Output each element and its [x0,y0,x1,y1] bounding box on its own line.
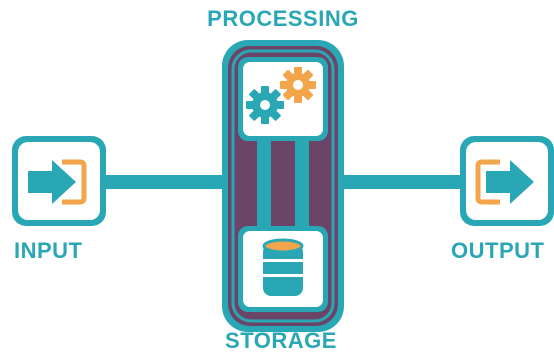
output-label: OUTPUT [451,238,544,264]
column-bar [276,138,290,230]
processing-node [238,57,328,141]
storage-node [238,226,328,312]
storage-label: STORAGE [221,328,341,354]
input-label: INPUT [14,238,83,264]
column-bar [257,138,271,230]
processing-label: PROCESSING [193,6,373,32]
column-bar [295,138,309,230]
database-icon [263,240,303,296]
input-node [12,136,106,226]
output-connector [338,175,468,189]
output-node [460,136,554,226]
input-connector [100,175,230,189]
